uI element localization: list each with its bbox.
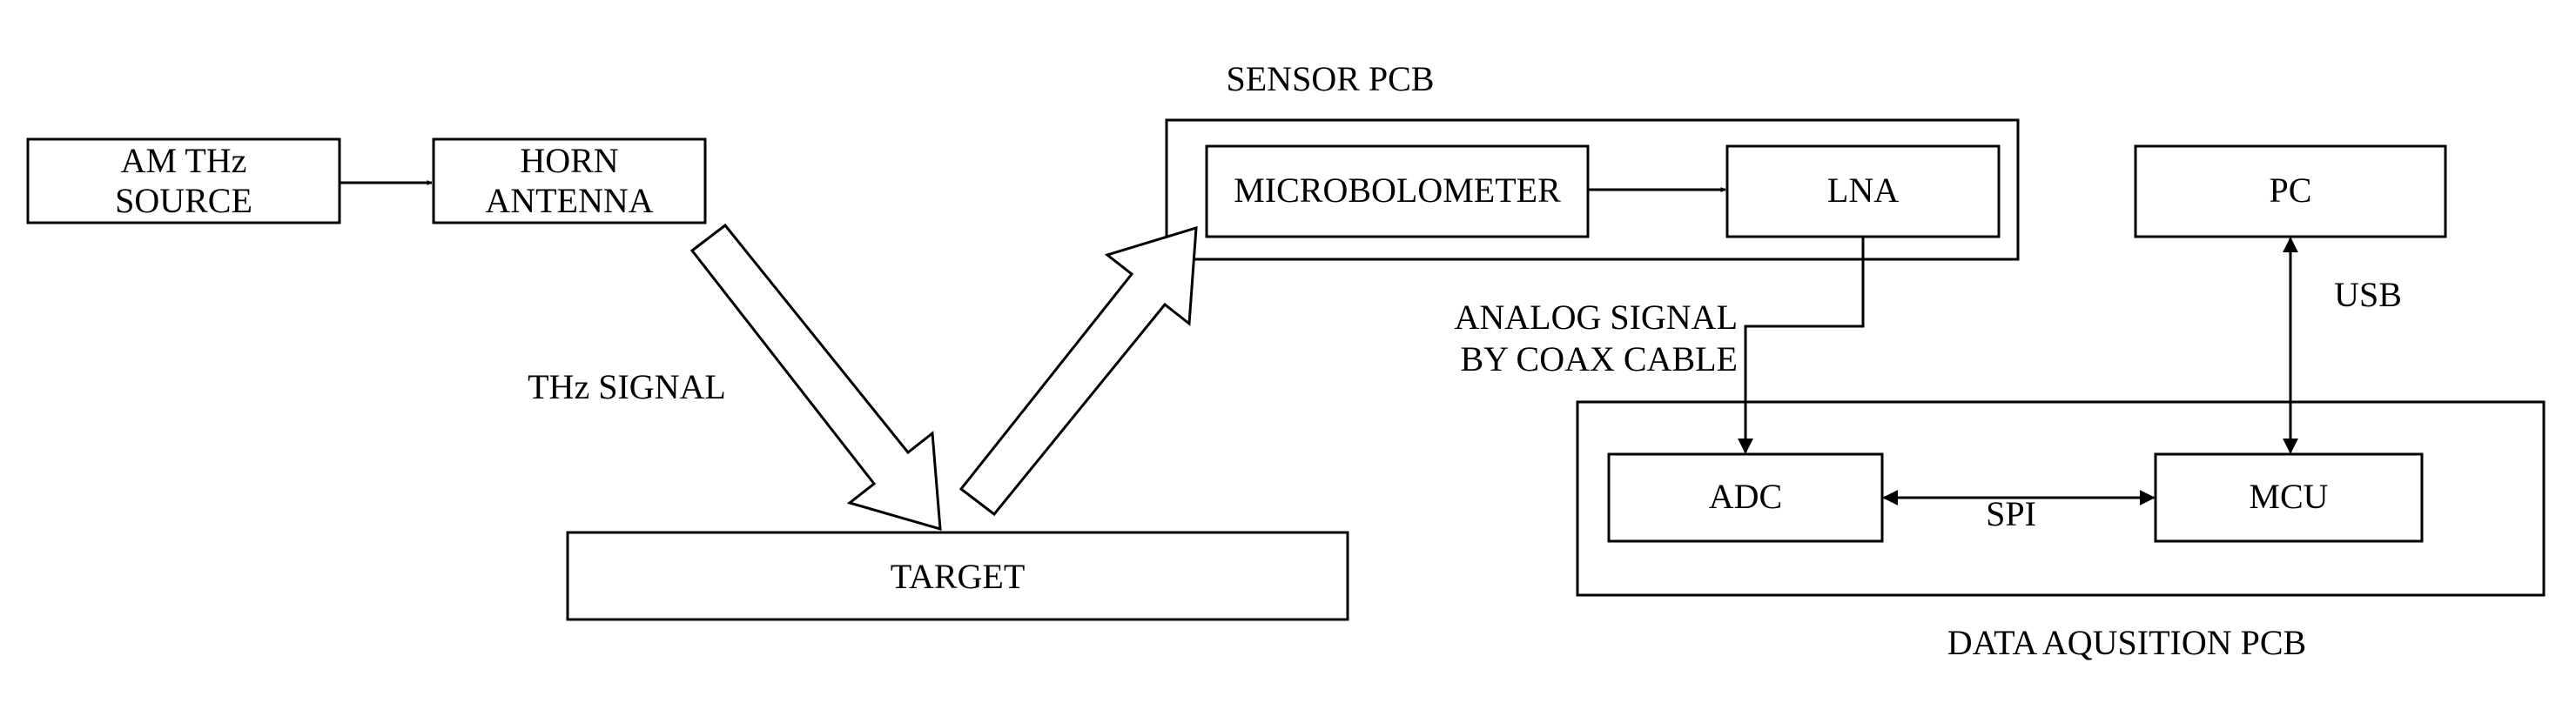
- am-thz-source-line2: SOURCE: [115, 181, 252, 220]
- spi-label: SPI: [1986, 494, 2036, 533]
- analog-signal-label-line2: BY COAX CABLE: [1460, 339, 1738, 378]
- thz-incident-arrow: [689, 223, 942, 532]
- mcu-block: MCU: [2154, 452, 2424, 543]
- target-block: TARGET: [566, 531, 1349, 621]
- adc-label: ADC: [1709, 477, 1782, 516]
- sensor-pcb-frame: [1165, 118, 2020, 261]
- horn-antenna-line2: ANTENNA: [485, 181, 653, 220]
- sensor-pcb-label: SENSOR PCB: [1227, 59, 1435, 98]
- adc-block: ADC: [1607, 452, 1884, 543]
- analog-signal-label-line1: ANALOG SIGNAL: [1454, 298, 1738, 337]
- lna-to-adc-connector: [1738, 237, 1865, 454]
- microbolometer-block: MICROBOLOMETER: [1205, 144, 1590, 238]
- lna-label: LNA: [1827, 171, 1899, 210]
- horn-antenna-line1: HORN: [520, 141, 618, 180]
- pc-label: PC: [2270, 171, 2312, 210]
- thz-reflected-arrow: [958, 225, 1198, 517]
- data-acquisition-pcb-label: DATA AQUSITION PCB: [1947, 623, 2306, 662]
- usb-label: USB: [2334, 275, 2402, 314]
- am-thz-source-block: AM THz SOURCE: [26, 137, 341, 224]
- mcu-label: MCU: [2249, 477, 2328, 516]
- thz-signal-label: THz SIGNAL: [528, 367, 726, 406]
- pc-block: PC: [2134, 144, 2447, 238]
- lna-block: LNA: [1725, 144, 2001, 238]
- horn-antenna-block: HORN ANTENNA: [432, 137, 707, 224]
- am-thz-source-line1: AM THz: [121, 141, 247, 180]
- microbolometer-label: MICROBOLOMETER: [1234, 171, 1561, 210]
- data-acquisition-pcb-frame: [1576, 400, 2546, 597]
- target-label: TARGET: [891, 557, 1026, 596]
